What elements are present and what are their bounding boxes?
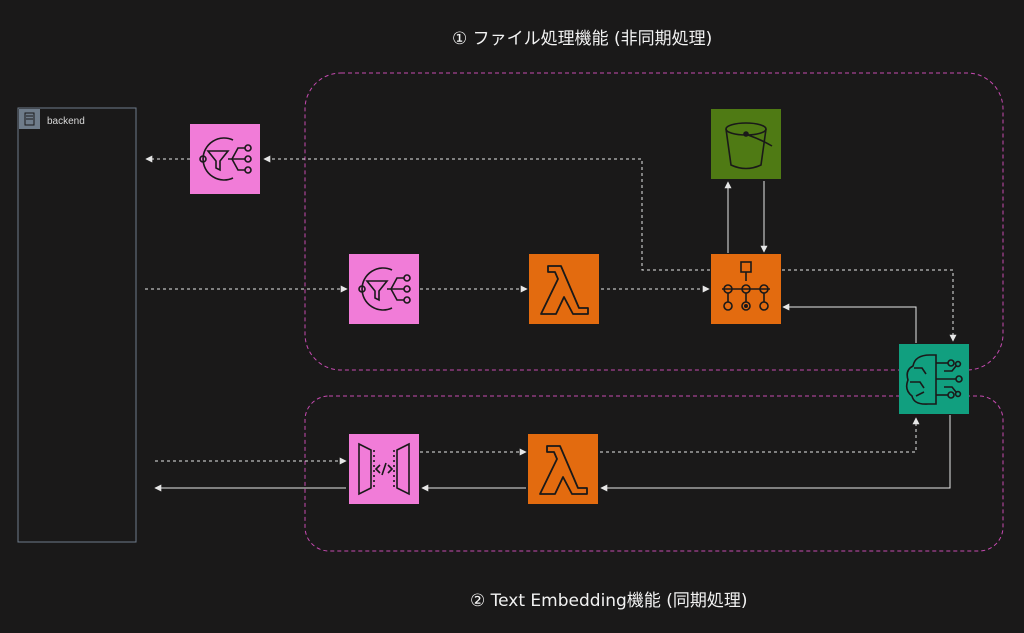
server-icon bbox=[19, 109, 40, 129]
sns-topic-inbound[interactable] bbox=[349, 254, 419, 324]
connector-stepfunctions-to-bedrock bbox=[782, 269, 957, 342]
lambda-embedding[interactable] bbox=[528, 434, 598, 504]
file-processing-group bbox=[304, 72, 1004, 371]
sns-topic-icon bbox=[199, 137, 252, 181]
sns-topic-outbound[interactable] bbox=[190, 124, 260, 194]
connector-bedrock-to-lambda bbox=[600, 415, 951, 492]
step-functions-icon bbox=[722, 261, 770, 311]
connector-lambda-to-bedrock bbox=[600, 417, 920, 453]
solid-connectors bbox=[154, 181, 951, 492]
file-processing-title: ① ファイル処理機能 (非同期処理) bbox=[452, 29, 713, 49]
connector-bedrock-to-stepfunctions bbox=[782, 303, 917, 343]
bedrock-model[interactable] bbox=[899, 344, 969, 414]
backend-panel[interactable]: backend bbox=[17, 107, 137, 543]
api-gateway[interactable] bbox=[349, 434, 419, 504]
text-embedding-title: ② Text Embedding機能 (同期処理) bbox=[470, 591, 748, 611]
s3-bucket-icon bbox=[725, 122, 773, 170]
api-gateway-icon bbox=[358, 442, 410, 496]
connector-stepfunctions-to-sns-out bbox=[263, 155, 710, 271]
sns-topic-icon bbox=[358, 267, 411, 311]
backend-label: backend bbox=[47, 116, 85, 127]
lambda-icon bbox=[539, 445, 588, 495]
lambda-file-processor[interactable] bbox=[529, 254, 599, 324]
step-functions-workflow[interactable] bbox=[711, 254, 781, 324]
connectors bbox=[145, 155, 957, 465]
text-embedding-group bbox=[304, 395, 1004, 552]
s3-bucket[interactable] bbox=[711, 109, 781, 179]
bedrock-brain-icon bbox=[905, 354, 963, 405]
lambda-icon bbox=[540, 265, 589, 315]
